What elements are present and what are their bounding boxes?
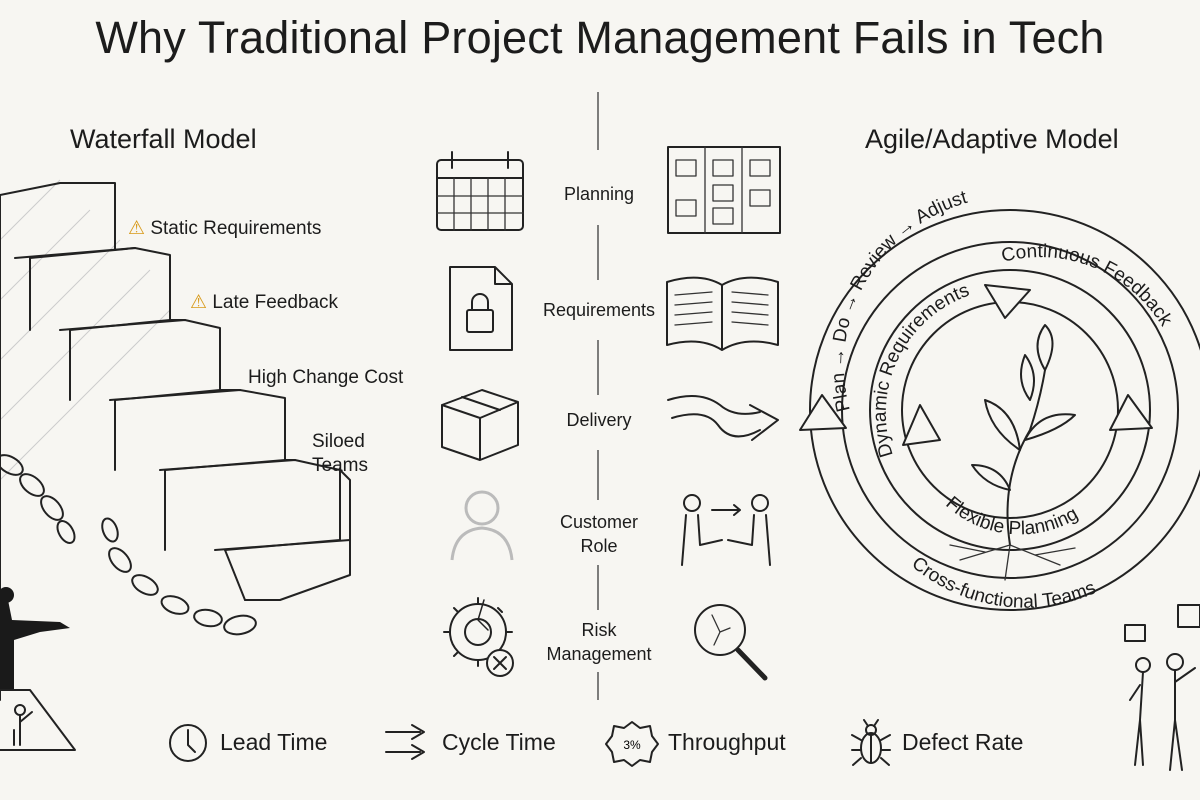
waterfall-heading: Waterfall Model [70, 124, 257, 154]
broken-chain-icon [0, 454, 257, 636]
team-collaboration-icon [1124, 604, 1200, 771]
faded-person-icon [450, 490, 514, 561]
open-book-icon [666, 276, 779, 351]
pointing-manager-icon [0, 587, 70, 690]
metric-cycle-time: Cycle Time [442, 729, 556, 755]
comparison-label-delivery: Delivery [566, 410, 632, 430]
outer-cycle-ring [799, 209, 1200, 611]
metric-defect-rate: Defect Rate [902, 729, 1024, 755]
comparison-label-planning: Planning [563, 184, 635, 204]
broken-gear-icon [443, 597, 514, 677]
winding-arrow-icon [667, 395, 779, 441]
sticky-board-icon [667, 146, 781, 234]
waterfall-step-late-feedback: ⚠ Late Feedback [190, 292, 339, 313]
handshake-icon [681, 494, 771, 566]
inner-cycle-ring [869, 269, 1153, 551]
svg-text:3%: 3% [623, 738, 641, 752]
magnifier-icon [694, 604, 768, 681]
staircase [0, 179, 351, 701]
metric-throughput: Throughput [668, 729, 786, 755]
bug-icon [851, 719, 891, 766]
hierarchy-pyramid-icon [0, 689, 76, 751]
clock-icon [169, 724, 207, 762]
comparison-label-requirements: Requirements [542, 300, 656, 320]
waterfall-step-static-requirements: ⚠ Static Requirements [128, 218, 322, 239]
double-arrow-icon [385, 724, 425, 760]
comparison-label-risk-management: Risk Management [546, 620, 652, 664]
comparison-label-customer-role: Customer Role [559, 512, 639, 556]
waterfall-step-siloed-teams: Siloed Teams [312, 431, 368, 476]
warning-icon: ⚠ [128, 218, 146, 239]
page-title: Why Traditional Project Management Fails… [95, 12, 1105, 63]
percent-badge-icon: 3% [605, 721, 659, 767]
metric-lead-time: Lead Time [220, 729, 328, 755]
growing-plant-icon [949, 324, 1076, 581]
locked-document-icon [449, 266, 513, 351]
waterfall-step-high-change-cost: High Change Cost [248, 367, 404, 388]
warning-icon: ⚠ [190, 292, 208, 313]
agile-heading: Agile/Adaptive Model [865, 124, 1119, 154]
box-icon [441, 389, 519, 461]
calendar-icon [436, 151, 524, 231]
